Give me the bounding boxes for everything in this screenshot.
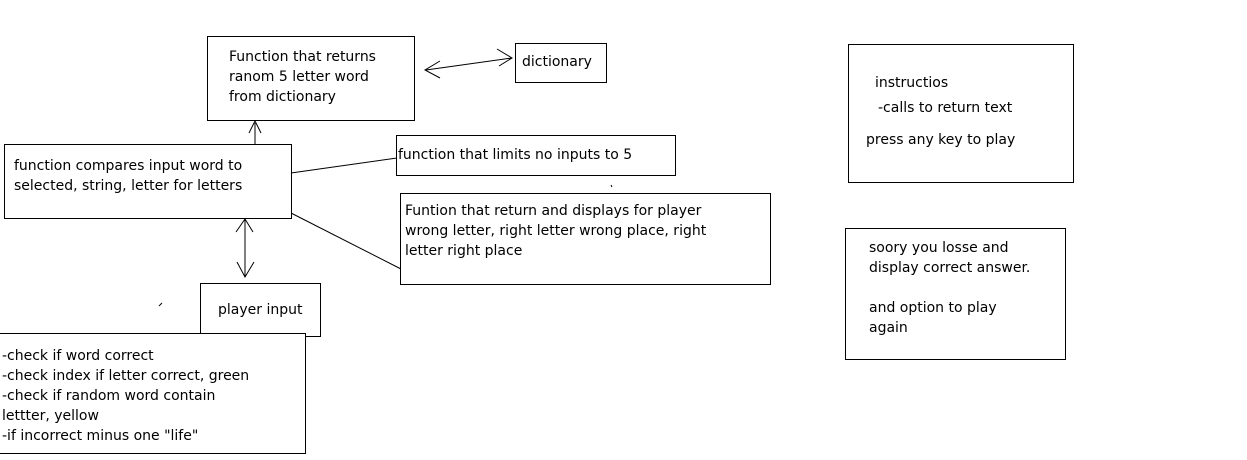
arrowhead-random-word-end (423, 60, 441, 79)
stray-mark (158, 302, 163, 307)
instructions-title: instructios (875, 75, 949, 91)
dictionary-text: dictionary (522, 54, 592, 70)
line-compare-to-feedback (290, 212, 402, 270)
limit-inputs-text: function that limits no inputs to 5 (398, 147, 633, 163)
limit-inputs-box (396, 135, 676, 176)
instructions-prompt: press any key to play (866, 132, 1016, 148)
checks-text: -check if word correct -check index if l… (2, 348, 250, 444)
arrowhead-compare-up (235, 218, 254, 233)
checks-box (0, 333, 306, 454)
instructions-box (848, 44, 1074, 183)
lose-message-text: soory you losse and display correct answ… (869, 240, 1031, 336)
lose-message-box (845, 228, 1066, 360)
stray-mark (610, 184, 613, 188)
arrow-random-word-dictionary (425, 57, 513, 71)
instructions-line: -calls to return text (878, 100, 1013, 116)
arrowhead-player-input-down (236, 261, 255, 279)
arrowhead-dictionary-end (496, 48, 513, 67)
random-word-function-text: Function that returns ranom 5 letter wor… (229, 49, 376, 105)
feedback-function-text: Funtion that return and displays for pla… (405, 203, 707, 259)
player-input-text: player input (218, 302, 303, 318)
line-compare-to-limit (290, 157, 398, 174)
compare-function-text: function compares input word to selected… (14, 158, 243, 194)
player-input-box (200, 283, 321, 337)
arrowhead-random-word-up (248, 119, 262, 134)
compare-function-box (4, 144, 292, 219)
dictionary-box (515, 43, 607, 83)
feedback-function-box (400, 193, 771, 285)
random-word-function-box (207, 36, 415, 121)
